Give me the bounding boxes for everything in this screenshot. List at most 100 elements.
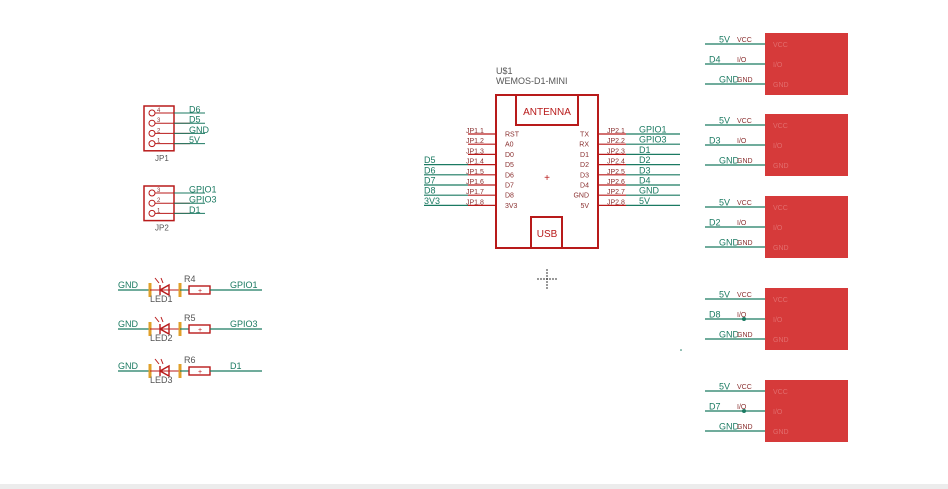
module-pin-label: VCC — [737, 384, 752, 391]
header-net-label: GPIO3 — [189, 195, 217, 205]
header-pin-socket — [148, 209, 156, 217]
module-inner-pin-label: I/O — [773, 317, 783, 324]
module-inner-pin-label: GND — [773, 429, 789, 436]
wemos-left-pin-label: A0 — [505, 142, 514, 149]
resistor-marking: + — [198, 288, 202, 295]
wemos-left-pad-label: JP1.7 — [466, 189, 484, 196]
module-body — [765, 114, 848, 176]
module-net-label: 5V — [719, 116, 730, 126]
module-body — [765, 196, 848, 258]
wemos-right-pin-label: GND — [573, 193, 589, 200]
module-pin-label: VCC — [737, 200, 752, 207]
wemos-left-pad-label: JP1.8 — [466, 199, 484, 206]
module-net-label: D2 — [709, 218, 721, 228]
wemos-left-net-label: D5 — [424, 155, 436, 165]
status-bar — [0, 484, 948, 489]
header-pin-number: 1 — [157, 139, 161, 145]
junction-dot — [742, 317, 746, 321]
wemos-right-pin-label: D2 — [580, 162, 589, 169]
wemos-left-net-label: D6 — [424, 165, 436, 175]
header-net-label: D5 — [189, 115, 201, 125]
module-pin-label: I/O — [737, 220, 747, 227]
header-name: JP2 — [155, 224, 169, 233]
module-pin-label: I/O — [737, 404, 747, 411]
wemos-left-pin-label: 3V3 — [505, 203, 518, 210]
wemos-right-pad-label: JP2.8 — [607, 199, 625, 206]
wemos-right-pad-label: JP2.5 — [607, 169, 625, 176]
wemos-right-pin-label: 5V — [580, 203, 589, 210]
header-pin-number: 2 — [157, 128, 161, 134]
module-net-label: D4 — [709, 55, 721, 65]
resistor-marking: + — [198, 369, 202, 376]
header-pin-socket — [148, 109, 156, 117]
module-inner-pin-label: GND — [773, 337, 789, 344]
wemos-left-pin-label: D0 — [505, 152, 514, 159]
wemos-left-pin-label: D6 — [505, 172, 514, 179]
module-inner-pin-label: I/O — [773, 409, 783, 416]
module-pin-label: GND — [737, 332, 753, 339]
wemos-left-pad-label: JP1.4 — [466, 159, 484, 166]
header-pin-socket — [148, 140, 156, 148]
wemos-left-pin-label: RST — [505, 132, 520, 139]
wemos-left-pad-label: JP1.5 — [466, 169, 484, 176]
wemos-left-pad-label: JP1.6 — [466, 179, 484, 186]
module-pin-label: I/O — [737, 312, 747, 319]
led-light-arrow-icon — [154, 358, 160, 365]
wemos-part-name: U$1 — [496, 66, 513, 76]
wemos-right-net-label: D3 — [639, 165, 651, 175]
wemos-right-net-label: D2 — [639, 155, 651, 165]
module-inner-pin-label: VCC — [773, 389, 788, 396]
wemos-left-net-label: D7 — [424, 176, 436, 186]
wemos-left-pin-label: D5 — [505, 162, 514, 169]
wemos-left-net-label: D8 — [424, 186, 436, 196]
module-pin-label: GND — [737, 77, 753, 84]
resistor-net-label: GPIO3 — [230, 319, 258, 329]
wemos-right-pin-label: D4 — [580, 183, 589, 190]
header-net-label: GND — [189, 125, 210, 135]
header-net-label: 5V — [189, 135, 200, 145]
header-net-label: D6 — [189, 105, 201, 115]
module-inner-pin-label: VCC — [773, 205, 788, 212]
gnd-net-label: GND — [118, 319, 139, 329]
wemos-right-pin-label: TX — [580, 132, 589, 139]
module-inner-pin-label: VCC — [773, 297, 788, 304]
stray-dot — [680, 349, 682, 351]
led-circuit[interactable]: GNDLED1+R4GPIO1GNDLED2+R5GPIO3GNDLED3+R6… — [118, 274, 262, 385]
module-net-label: GND — [719, 238, 740, 248]
module-inner-pin-label: GND — [773, 82, 789, 89]
resistor-name: R4 — [184, 274, 196, 284]
module-net-label: GND — [719, 156, 740, 166]
resistor-name: R6 — [184, 355, 196, 365]
wemos-left-net-label: 3V3 — [424, 196, 440, 206]
resistor-net-label: GPIO1 — [230, 280, 258, 290]
module-net-label: D8 — [709, 310, 721, 320]
wemos-right-pad-label: JP2.6 — [607, 179, 625, 186]
header-name: JP1 — [155, 154, 169, 163]
wemos-right-net-label: 5V — [639, 196, 650, 206]
header-pin-number: 2 — [157, 198, 161, 204]
wemos-left-pad-label: JP1.2 — [466, 138, 484, 145]
led-light-arrow-icon — [160, 358, 164, 365]
module-inner-pin-label: VCC — [773, 123, 788, 130]
wemos-right-net-label: D1 — [639, 145, 651, 155]
module-net-label: GND — [719, 75, 740, 85]
wemos-right-pad-label: JP2.3 — [607, 148, 625, 155]
header-net-label: GPIO1 — [189, 185, 217, 195]
led-name: LED1 — [150, 294, 173, 304]
wemos-part-value: WEMOS-D1-MINI — [496, 76, 568, 86]
module-inner-pin-label: I/O — [773, 62, 783, 69]
module-net-label: 5V — [719, 382, 730, 392]
junction-dot — [742, 409, 746, 413]
module-inner-pin-label: I/O — [773, 225, 783, 232]
wemos-right-net-label: GND — [639, 186, 660, 196]
